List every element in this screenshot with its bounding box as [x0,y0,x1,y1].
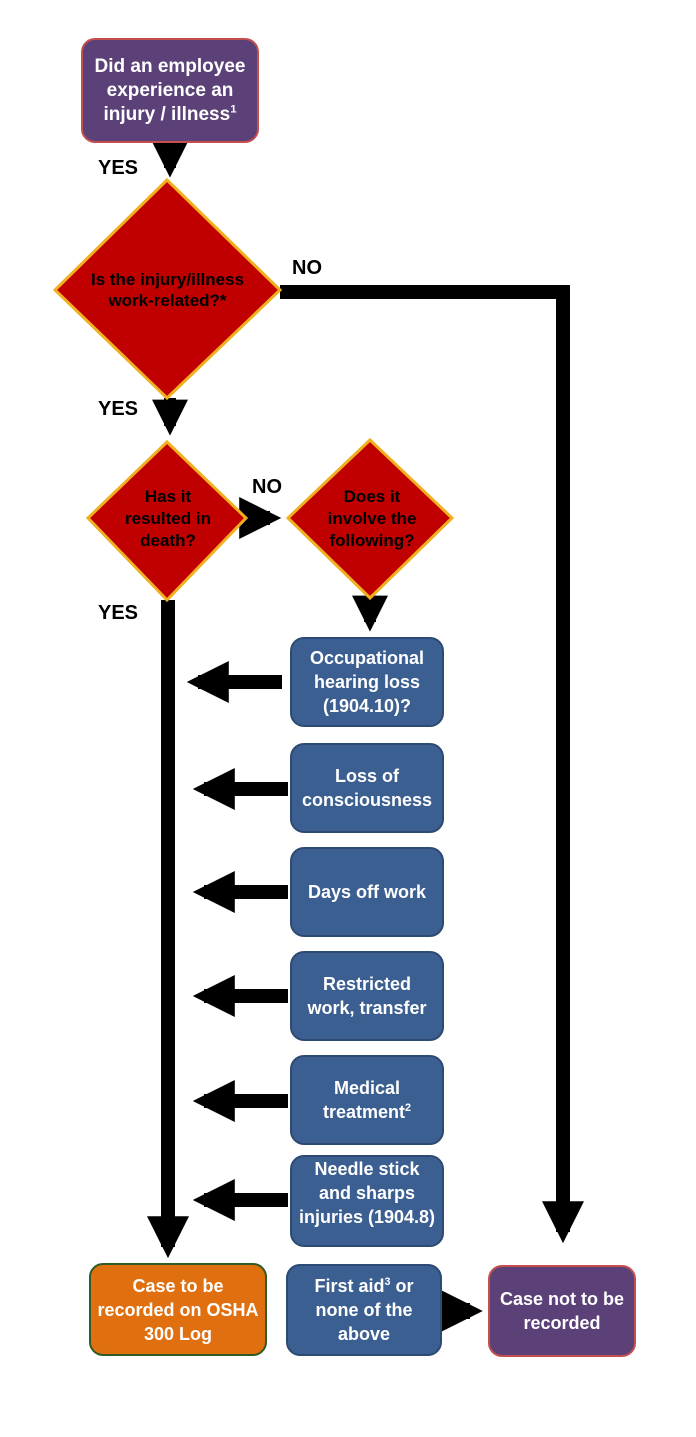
case-not-recorded-box: Case not to be recorded [488,1265,636,1357]
work-related-question: Is the injury/illness work-related?* [90,270,245,310]
hearing-loss-box: Occupational hearing loss (1904.10)? [290,637,444,727]
diamond-death [85,439,249,603]
label-yes-2: YES [98,398,139,420]
medical-treatment-box: Medical treatment2 [290,1055,444,1145]
start-question-text: Did an employee experience an injury / i… [94,55,246,125]
start-question-box: Did an employee experience an injury / i… [81,38,259,143]
death-question: Has it resulted in death? [125,487,211,550]
case-recorded-box: Case to be recorded on OSHA 300 Log [89,1263,267,1356]
needle-stick-box: Needle stick and sharps injuries (1904.8… [290,1155,444,1247]
loss-of-consciousness-box: Loss of consciousness [290,743,444,833]
first-aid-box: First aid3 or none of the above [286,1264,442,1356]
days-off-work-box: Days off work [290,847,444,937]
label-no-1: NO [292,257,322,279]
label-yes-1: YES [98,157,139,179]
label-no-2: NO [252,476,282,498]
label-yes-3: YES [98,602,139,624]
restricted-work-box: Restricted work, transfer [290,951,444,1041]
arrow-workrelated-no-path [280,285,584,1244]
diamond-involve [285,437,455,601]
involve-question: Does it involve the following? [327,487,417,550]
diamond-work-related [52,177,283,401]
